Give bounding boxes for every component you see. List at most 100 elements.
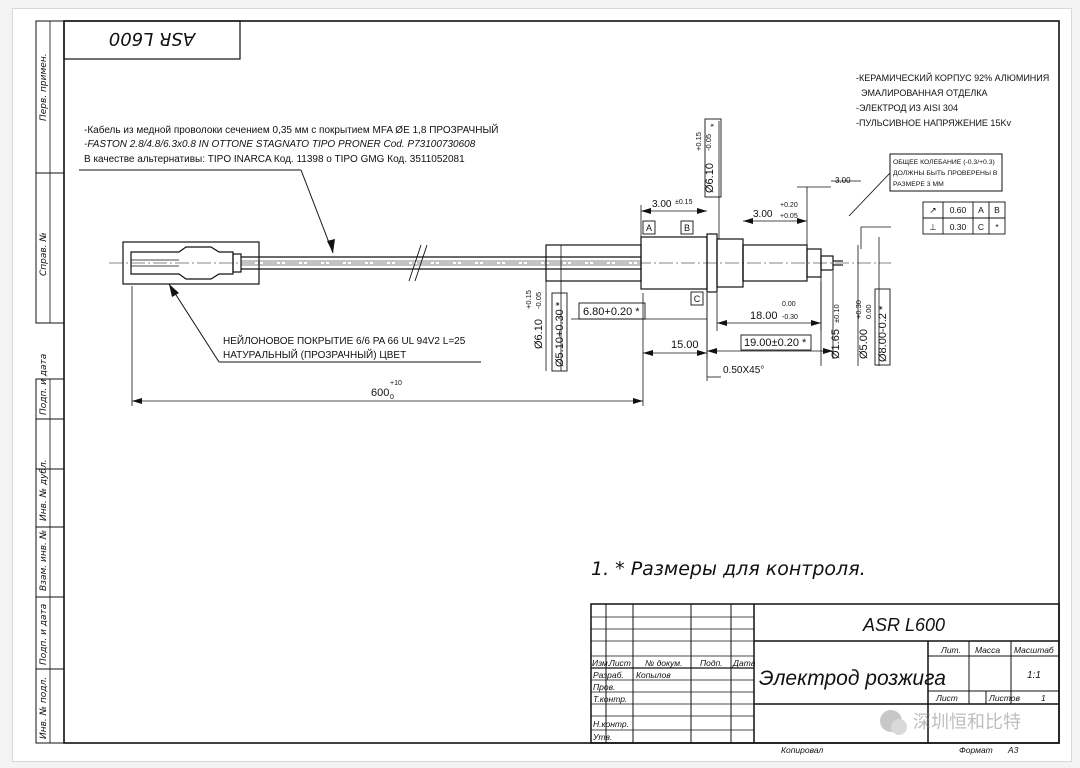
tb-col-sign: Подп.: [700, 658, 723, 668]
tolerance-frames: ↗ ⊥ 0.60 A B 0.30 C *: [922, 201, 1006, 235]
part-outline: [109, 233, 891, 293]
side-label: Справ. №: [39, 232, 49, 276]
cable-note-line: В качестве альтернативы: TIPO INARCA Код…: [84, 154, 465, 165]
tb-col-doc: № докум.: [645, 658, 682, 668]
tb-row-tkontr: Т.контр.: [593, 694, 627, 704]
drawing-sheet: Перв. примен. Справ. № Подп. и дата Инв.…: [12, 8, 1072, 762]
tb-col-date: Дата: [732, 658, 756, 668]
nylon-line: НЕЙЛОНОВОЕ ПОКРЫТИЕ 6/6 PA 66 UL 94V2 L=…: [223, 334, 466, 347]
perp-symbol: ⊥: [929, 222, 937, 232]
dimension-lines: [131, 121, 891, 406]
tb-sheets-value: 1: [1041, 693, 1046, 703]
watermark-text: 深圳恒和比特: [913, 712, 1021, 733]
spec-note: -ЭЛЕКТРОД ИЗ AISI 304: [856, 103, 958, 113]
side-label: Взам. инв. №: [39, 530, 49, 591]
dim-18-00-dn: -0.30: [782, 314, 798, 321]
tol-perp-ref1: C: [978, 222, 984, 232]
dim-6-10: Ø6.10: [533, 319, 545, 349]
dim-18-00: 18.00: [750, 310, 778, 322]
dim-3-00-a: 3.00: [652, 199, 672, 210]
spec-note: -ПУЛЬСИВНОЕ НАПРЯЖЕНИЕ 15Kv: [856, 118, 1011, 128]
technical-drawing: Перв. примен. Справ. № Подп. и дата Инв.…: [35, 20, 1060, 755]
title-block: [590, 603, 1060, 744]
side-label: Подп. и дата: [39, 354, 49, 415]
datum-b: B: [684, 223, 690, 233]
tb-sheet-label: Лист: [935, 693, 958, 703]
dim-6-10-up: +0.15: [524, 290, 533, 309]
dimension-texts: Ø6.10 +0.15 -0.05 * 3.00 ±0.15 3.00 +0.2…: [371, 118, 891, 401]
dim-19-00: 19.00±0.20 *: [744, 337, 807, 349]
runout-line: РАЗМЕРЕ 3 ММ: [893, 181, 944, 188]
nylon-note: НЕЙЛОНОВОЕ ПОКРЫТИЕ 6/6 PA 66 UL 94V2 L=…: [168, 283, 481, 363]
tol-runout-ref1: A: [978, 205, 984, 215]
dim-3-00-a-tol: ±0.15: [675, 199, 693, 206]
tol-runout-ref2: B: [994, 205, 1000, 215]
dim-5-10: Ø5.10+0.30 *: [554, 301, 566, 367]
tb-sheets-label: Листов: [988, 693, 1021, 703]
tb-row-razrab: Разраб.: [593, 670, 624, 680]
tb-row-utv: Утв.: [592, 732, 612, 742]
tb-row-nkontr: Н.контр.: [593, 719, 629, 729]
dim-15-00: 15.00: [671, 339, 699, 351]
tol-perp-ref2: *: [995, 222, 999, 232]
tb-col-izm: Изм.: [592, 658, 610, 668]
spec-notes: -КЕРАМИЧЕСКИЙ КОРПУС 92% АЛЮМИНИЯ ЭМАЛИР…: [856, 72, 1049, 128]
dim-5-00-dn: 0.00: [864, 304, 873, 319]
tb-scale-label: Масштаб: [1014, 645, 1055, 655]
control-note: 1. * Размеры для контроля.: [591, 558, 866, 580]
dim-600-dn: 0: [390, 394, 394, 401]
dim-top-tol-dn: -0.05: [704, 134, 713, 151]
frames: [35, 20, 1060, 744]
dim-1-65-tol: ±0.10: [832, 304, 841, 323]
runout-symbol: ↗: [929, 205, 936, 215]
dim-6-10-dn: -0.05: [534, 292, 543, 309]
tb-format-label: Формат: [959, 745, 993, 755]
dim-chamfer: 0.50X45°: [723, 365, 764, 376]
cable-note-line: -Кабель из медной проволоки сечением 0,3…: [84, 123, 498, 136]
side-labels: Перв. примен. Справ. № Подп. и дата Инв.…: [39, 53, 49, 739]
watermark: 深圳恒和比特: [880, 710, 1021, 735]
tb-developer: Копылов: [636, 670, 671, 680]
dim-6-80: 6.80+0.20 *: [583, 306, 640, 318]
tb-format-value: A3: [1007, 745, 1019, 755]
dim-3-00-c: 3.00: [835, 176, 851, 185]
cable-note: -Кабель из медной проволоки сечением 0,3…: [84, 123, 498, 165]
dim-3-00-b: 3.00: [753, 209, 773, 220]
dim-top-star: *: [709, 123, 719, 127]
tol-runout-value: 0.60: [950, 205, 967, 215]
nylon-line: НАТУРАЛЬНЫЙ (ПРОЗРАЧНЫЙ) ЦВЕТ: [223, 348, 406, 361]
tol-perp-value: 0.30: [950, 222, 967, 232]
tb-mass-label: Масса: [975, 645, 1000, 655]
datum-boxes: A B C: [642, 220, 704, 306]
title-block-texts: ASR L600 Электрод розжига Изм. Лист № до…: [592, 615, 1055, 755]
dim-18-00-up: 0.00: [782, 301, 796, 308]
tb-copied-label: Копировал: [781, 745, 823, 755]
tb-lit-label: Лит.: [940, 645, 961, 655]
arrowheads: [132, 208, 833, 404]
dim-3-00-b-dn: +0.05: [780, 213, 798, 220]
dim-top-6-10: Ø6.10: [704, 163, 716, 193]
side-label: Перв. примен.: [39, 53, 49, 121]
side-label: Инв. № дубл.: [39, 459, 49, 521]
dim-8-00: Ø8.00-0.2 *: [877, 305, 889, 362]
spec-note: ЭМАЛИРОВАННАЯ ОТДЕЛКА: [861, 88, 988, 98]
tb-designation: ASR L600: [862, 615, 945, 635]
tb-name: Электрод розжига: [759, 667, 946, 690]
cable-note-line: -FASTON 2.8/4.8/6.3x0.8 IN OTTONE STAGNA…: [84, 139, 476, 150]
runout-line: ДОЛЖНЫ БЫТЬ ПРОВЕРЕНЫ В: [893, 170, 998, 177]
dim-5-00-up: +0.30: [854, 300, 863, 319]
spec-note: -КЕРАМИЧЕСКИЙ КОРПУС 92% АЛЮМИНИЯ: [856, 72, 1049, 83]
dim-600-up: +10: [390, 380, 402, 387]
datum-a: A: [646, 223, 652, 233]
side-label: Инв. № подл.: [39, 677, 49, 739]
top-code: ASR L600: [109, 28, 196, 49]
tb-row-prov: Пров.: [593, 682, 615, 692]
dim-3-00-b-up: +0.20: [780, 202, 798, 209]
runout-line: ОБЩЕЕ КОЛЕБАНИЕ (-0.3/+0.3): [893, 159, 995, 166]
datum-c: C: [694, 294, 701, 304]
tb-scale-value: 1:1: [1027, 670, 1041, 681]
side-label: Подп. и дата: [39, 604, 49, 665]
dim-600: 600: [371, 387, 389, 399]
dim-5-00: Ø5.00: [858, 329, 870, 359]
tb-col-list: Лист: [608, 658, 631, 668]
